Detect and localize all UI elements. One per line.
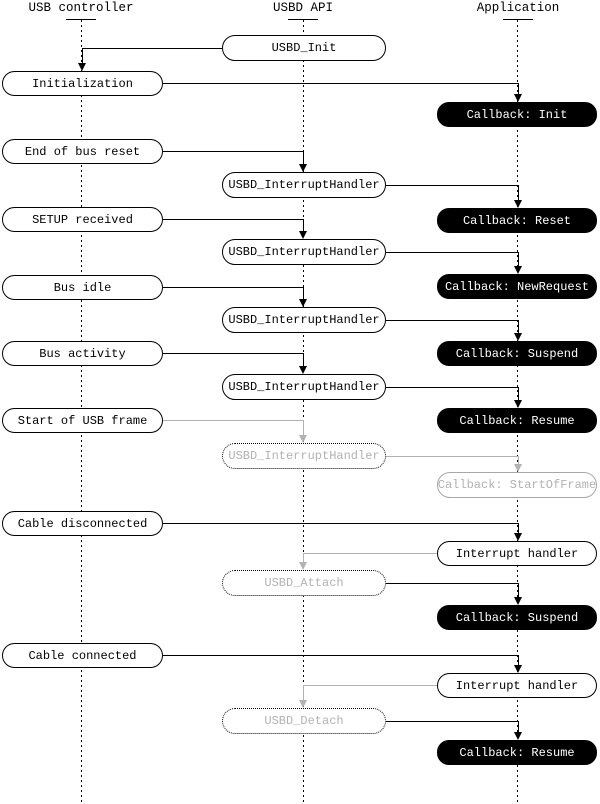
connector-line (82, 48, 83, 63)
connector-line (518, 456, 519, 464)
connector-line (386, 721, 518, 722)
node-usbd-interrupthandler-3: USBD_InterruptHandler (222, 307, 386, 333)
arrow-down-icon (299, 164, 307, 172)
arrow-down-icon (514, 266, 522, 274)
arrow-down-icon (514, 464, 522, 472)
arrow-down-icon (514, 333, 522, 341)
connector-line (163, 655, 518, 656)
connector-line (303, 685, 437, 686)
node-initialization: Initialization (2, 71, 163, 96)
node-usbd-init: USBD_Init (222, 35, 386, 61)
connector-line (518, 185, 519, 200)
header-rule (66, 19, 96, 20)
arrow-down-icon (514, 94, 522, 102)
connector-line (386, 320, 518, 321)
connector-line (303, 553, 304, 562)
connector-line (163, 219, 303, 220)
connector-line (386, 252, 518, 253)
connector-line (303, 553, 437, 554)
header-rule (503, 19, 533, 20)
connector-line (163, 83, 518, 84)
node-callback-startofframe: Callback: StartOfFrame (437, 472, 597, 498)
arrow-down-icon (299, 299, 307, 307)
connector-line (303, 151, 304, 164)
connector-line (303, 685, 304, 700)
connector-line (518, 83, 519, 94)
connector-line (386, 583, 518, 584)
connector-line (386, 387, 518, 388)
connector-line (518, 320, 519, 333)
connector-line (163, 151, 303, 152)
node-usbd-interrupthandler-2: USBD_InterruptHandler (222, 239, 386, 265)
node-callback-suspend-1: Callback: Suspend (437, 341, 597, 366)
node-end-of-bus-reset: End of bus reset (2, 139, 163, 164)
connector-line (303, 219, 304, 231)
connector-line (163, 420, 303, 421)
node-interrupt-handler-1: Interrupt handler (437, 541, 597, 566)
column-header-application: Application (476, 1, 560, 15)
node-usbd-interrupthandler-5: USBD_InterruptHandler (222, 443, 386, 469)
connector-line (82, 48, 222, 49)
arrow-down-icon (299, 231, 307, 239)
node-bus-idle: Bus idle (2, 275, 163, 300)
node-callback-init: Callback: Init (437, 102, 597, 127)
node-interrupt-handler-2: Interrupt handler (437, 673, 597, 698)
arrow-down-icon (299, 366, 307, 374)
connector-line (163, 353, 303, 354)
connector-line (163, 523, 518, 524)
connector-line (518, 523, 519, 533)
connector-line (303, 353, 304, 366)
node-callback-resume-1: Callback: Resume (437, 408, 597, 433)
arrow-down-icon (78, 63, 86, 71)
column-header-usb-controller: USB controller (28, 1, 134, 15)
node-usbd-attach: USBD_Attach (222, 570, 386, 596)
connector-line (518, 583, 519, 597)
node-callback-resume-2: Callback: Resume (437, 740, 597, 765)
node-usbd-interrupthandler-4: USBD_InterruptHandler (222, 374, 386, 400)
arrow-down-icon (514, 597, 522, 605)
connector-line (163, 287, 303, 288)
arrow-down-icon (514, 533, 522, 541)
connector-line (303, 420, 304, 435)
connector-line (518, 655, 519, 665)
arrow-down-icon (514, 200, 522, 208)
node-start-of-usb-frame: Start of USB frame (2, 408, 163, 433)
node-callback-reset: Callback: Reset (437, 208, 597, 233)
node-cable-disconnected: Cable disconnected (2, 511, 163, 536)
arrow-down-icon (514, 665, 522, 673)
node-cable-connected: Cable connected (2, 643, 163, 668)
node-callback-suspend-2: Callback: Suspend (437, 605, 597, 630)
arrow-down-icon (299, 435, 307, 443)
connector-line (303, 287, 304, 299)
arrow-down-icon (514, 732, 522, 740)
arrow-down-icon (299, 700, 307, 708)
node-bus-activity: Bus activity (2, 341, 163, 366)
connector-line (386, 456, 518, 457)
column-header-usbd-api: USBD API (272, 1, 334, 15)
node-usbd-detach: USBD_Detach (222, 708, 386, 734)
connector-line (518, 252, 519, 266)
arrow-down-icon (299, 562, 307, 570)
connector-line (386, 185, 518, 186)
connector-line (518, 721, 519, 732)
node-usbd-interrupthandler-1: USBD_InterruptHandler (222, 172, 386, 198)
header-rule (288, 19, 318, 20)
connector-line (518, 387, 519, 400)
lifeline-usbd-api (303, 20, 304, 804)
node-setup-received: SETUP received (2, 207, 163, 232)
node-callback-newrequest: Callback: NewRequest (437, 274, 597, 299)
arrow-down-icon (514, 400, 522, 408)
